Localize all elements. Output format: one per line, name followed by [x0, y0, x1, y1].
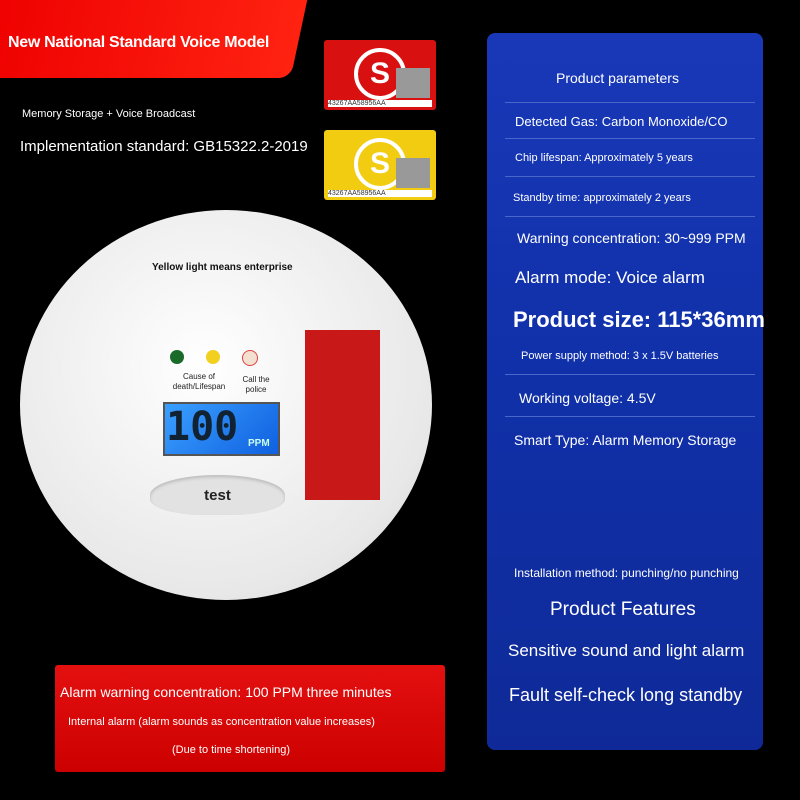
param-size: Product size: 115*36mm — [513, 307, 765, 332]
alarm-led — [242, 350, 258, 366]
param-chip: Chip lifespan: Approximately 5 years — [515, 152, 693, 164]
subtitle: Memory Storage + Voice Broadcast — [22, 108, 196, 120]
anti-counterfeit-label-red: S 43267AA58956AA — [324, 40, 436, 110]
alarm-line-1: Alarm warning concentration: 100 PPM thr… — [60, 684, 392, 700]
fault-led — [206, 350, 220, 364]
parameters-heading: Product parameters — [556, 70, 679, 86]
divider — [505, 102, 755, 103]
feature-sound-light: Sensitive sound and light alarm — [508, 641, 745, 660]
feature-self-check: Fault self-check long standby — [509, 685, 743, 705]
divider — [505, 176, 755, 177]
param-voltage: Working voltage: 4.5V — [519, 390, 656, 406]
led-label-lifespan: Cause of death/Lifespan — [172, 372, 226, 391]
param-smart-type: Smart Type: Alarm Memory Storage — [514, 432, 737, 448]
lcd-display — [163, 402, 280, 456]
alarm-info-box — [55, 665, 445, 772]
test-button-label: test — [204, 487, 231, 504]
divider — [505, 216, 755, 217]
divider — [505, 416, 755, 417]
param-installation: Installation method: punching/no punchin… — [514, 566, 739, 580]
standard-text: Implementation standard: GB15322.2-2019 — [20, 138, 308, 155]
param-warning: Warning concentration: 30~999 PPM — [517, 230, 746, 246]
test-button[interactable]: test — [150, 475, 285, 515]
device-top-text: Yellow light means enterprise — [152, 262, 293, 273]
alarm-line-3: (Due to time shortening) — [172, 744, 290, 756]
qr-code — [396, 68, 430, 98]
anti-counterfeit-label-yellow: S 43267AA58956AA — [324, 130, 436, 200]
alarm-line-2: Internal alarm (alarm sounds as concentr… — [68, 716, 375, 728]
param-alarm-mode: Alarm mode: Voice alarm — [515, 268, 705, 287]
label-code: 43267AA58956AA — [328, 100, 432, 107]
headline: New National Standard Voice Model — [8, 34, 269, 51]
power-led — [170, 350, 184, 364]
divider — [505, 138, 755, 139]
features-heading: Product Features — [550, 599, 696, 620]
param-gas: Detected Gas: Carbon Monoxide/CO — [515, 114, 728, 129]
lcd-unit: PPM — [248, 438, 270, 449]
qr-code — [396, 158, 430, 188]
lcd-value: 100 — [166, 404, 239, 450]
device-sticker — [305, 330, 380, 500]
param-power: Power supply method: 3 x 1.5V batteries — [521, 350, 719, 362]
divider — [505, 374, 755, 375]
led-label-police: Call the police — [242, 375, 270, 394]
parameters-panel — [487, 33, 763, 750]
label-code: 43267AA58956AA — [328, 190, 432, 197]
param-standby: Standby time: approximately 2 years — [513, 192, 691, 204]
